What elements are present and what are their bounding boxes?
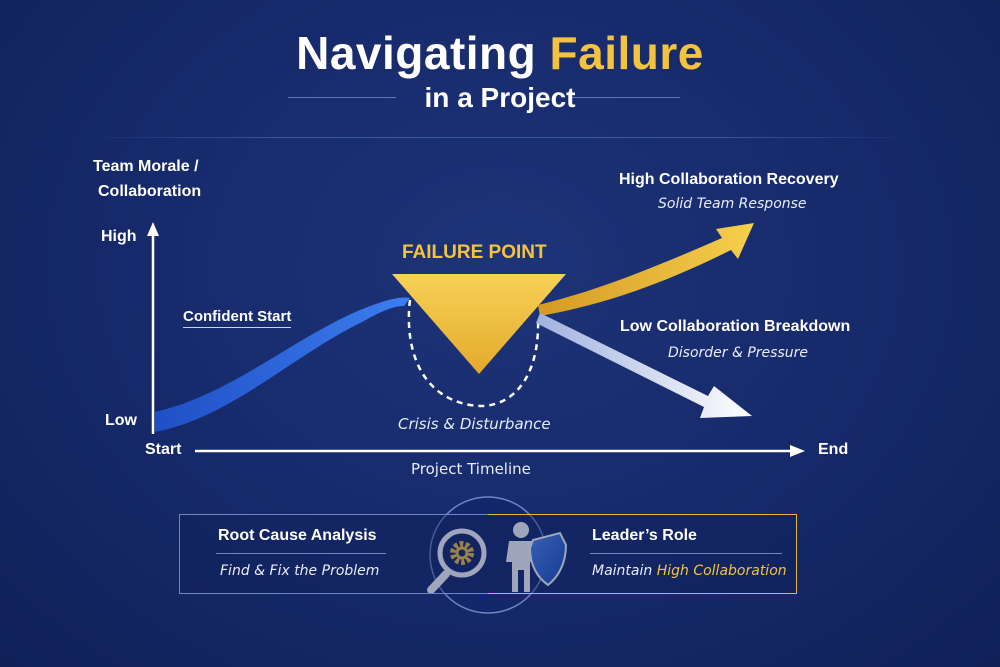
leader-role-subtitle-prefix: Maintain (592, 563, 657, 579)
breakdown-title: Low Collaboration Breakdown (620, 318, 851, 335)
confident-start-label: Confident Start (183, 308, 292, 328)
bottom-panel-right-frame (488, 514, 797, 594)
confident-start-curve (155, 297, 410, 432)
y-axis-high-label: High (101, 228, 137, 245)
page-title: Navigating Failure (0, 26, 1000, 80)
root-cause-title: Root Cause Analysis (218, 527, 377, 544)
leader-role-title: Leader’s Role (592, 527, 697, 544)
leader-role-divider (590, 553, 782, 554)
recovery-subtitle: Solid Team Response (658, 196, 807, 212)
leader-role-subtitle: Maintain High Collaboration (592, 563, 787, 579)
bottom-panel (179, 514, 797, 594)
subtitle-rule-left (288, 97, 396, 98)
recovery-title: High Collaboration Recovery (619, 171, 839, 188)
y-axis-low-label: Low (105, 412, 137, 429)
failure-point-label: FAILURE POINT (402, 242, 547, 263)
recovery-curve (538, 223, 754, 316)
magnifier-gear-icon (427, 528, 487, 594)
y-axis-label-line1: Team Morale / (93, 158, 199, 175)
x-axis-arrowhead (790, 445, 805, 457)
crisis-label: Crisis & Disturbance (398, 415, 551, 433)
root-cause-divider (216, 553, 386, 554)
leader-shield-icon (506, 522, 568, 592)
x-axis-start-label: Start (145, 441, 182, 458)
title-word-navigating: Navigating (296, 27, 537, 79)
failure-point-triangle (392, 274, 566, 374)
root-cause-subtitle: Find & Fix the Problem (220, 563, 380, 579)
crisis-dashed-curve (407, 299, 540, 408)
header-divider (80, 137, 920, 138)
leader-role-subtitle-highlight: High Collaboration (656, 563, 787, 579)
page-subtitle: in a Project (424, 82, 576, 113)
breakdown-arrow (536, 313, 752, 418)
x-axis-end-label: End (818, 441, 849, 458)
y-axis-label-line2: Collaboration (98, 183, 202, 200)
subtitle-rule-right (572, 97, 680, 98)
x-axis-title: Project Timeline (411, 460, 531, 478)
breakdown-subtitle: Disorder & Pressure (668, 345, 808, 361)
y-axis-arrowhead (147, 222, 159, 236)
title-word-failure: Failure (549, 27, 704, 79)
